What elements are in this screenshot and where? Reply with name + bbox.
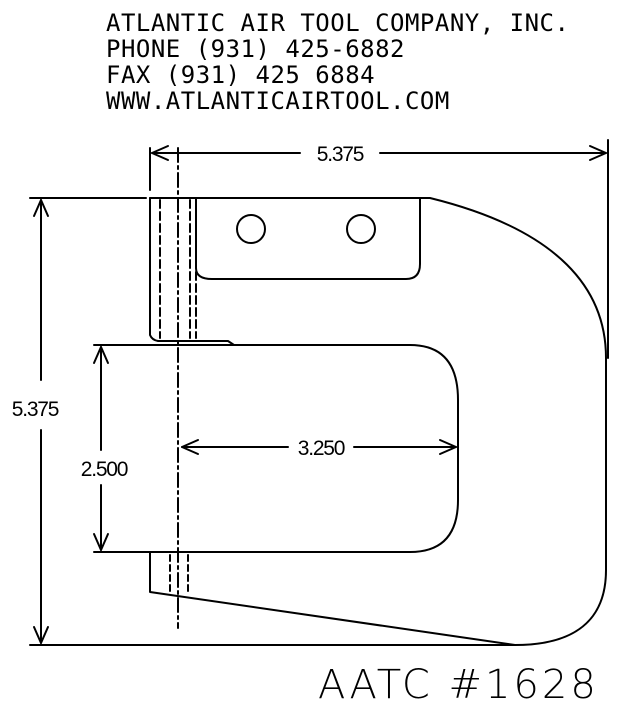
arrowhead xyxy=(93,533,109,551)
company-fax: FAX (931) 425 6884 xyxy=(106,61,376,89)
arrowhead xyxy=(439,439,457,455)
throat-outline xyxy=(104,344,459,553)
opening-dimension-label: 2.500 xyxy=(81,458,128,481)
company-phone: PHONE (931) 425-6882 xyxy=(106,35,405,63)
width-dimension-label: 5.375 xyxy=(317,143,364,166)
arrowhead xyxy=(151,145,169,161)
part-number-label: AATC #1628 xyxy=(318,662,599,708)
throat-dimension-label: 3.250 xyxy=(298,437,345,460)
arrowhead xyxy=(589,145,607,161)
upper-jaw-edge xyxy=(149,197,235,346)
company-website: WWW.ATLANTICAIRTOOL.COM xyxy=(106,87,450,115)
arrowhead xyxy=(33,199,49,217)
arrowhead xyxy=(181,439,199,455)
mounting-hole-left xyxy=(236,214,266,244)
arrowhead xyxy=(33,626,49,644)
mounting-plate xyxy=(195,197,421,280)
company-name: ATLANTIC AIR TOOL COMPANY, INC. xyxy=(106,9,570,37)
arrowhead xyxy=(93,346,109,364)
company-header: ATLANTIC AIR TOOL COMPANY, INC. PHONE (9… xyxy=(106,10,569,114)
yoke-outline xyxy=(149,197,607,646)
height-dimension-label: 5.375 xyxy=(12,398,59,421)
mounting-hole-right xyxy=(346,214,376,244)
